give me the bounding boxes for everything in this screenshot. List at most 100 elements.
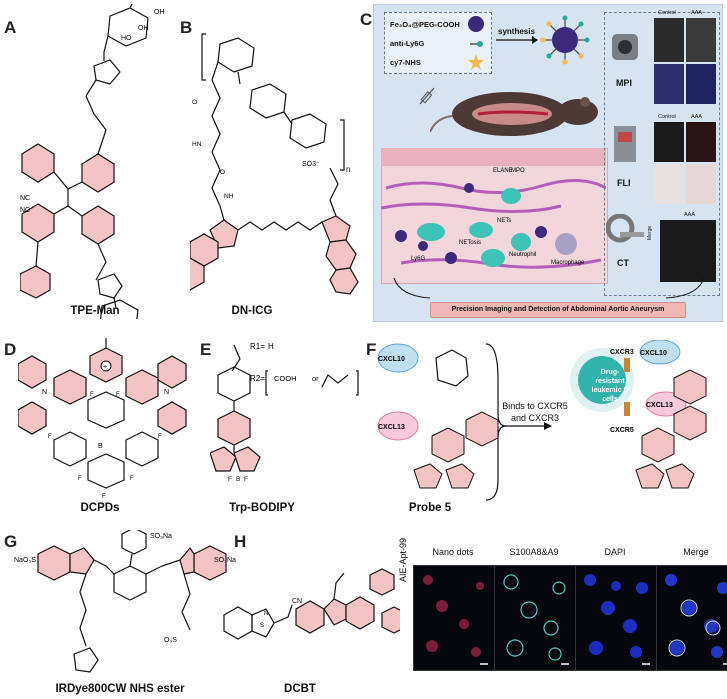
image-merge — [656, 565, 727, 671]
netosis-label: NETosis — [459, 240, 481, 246]
neutrophil-label: Neutrophil — [509, 252, 536, 258]
ct-header-aaa: AAA — [684, 212, 696, 218]
svg-text:B: B — [236, 476, 240, 483]
svg-text:F: F — [90, 392, 94, 398]
dcbt-label: DCBT — [284, 683, 316, 695]
nanoparticle-icon — [468, 16, 484, 32]
fli-scanner-icon — [614, 126, 636, 162]
so3na-left: NaO₃S — [14, 557, 36, 564]
tpe-man-label: TPE-Man — [70, 305, 120, 317]
svg-text:+: + — [103, 364, 107, 371]
so3na-top: SO₃Na — [150, 533, 172, 540]
dn-icg-structure: O HN O NH n SO3⁻ — [190, 33, 359, 295]
ct-label: CT — [617, 258, 629, 268]
dcpds-label: DCPDs — [80, 502, 120, 514]
tpe-man-structure: NC NC HO OH OH — [20, 4, 165, 319]
svg-text:B: B — [98, 443, 103, 450]
svg-text:F: F — [228, 476, 232, 483]
mpi-label: MPI — [616, 78, 633, 88]
panel-a-label: A — [4, 18, 17, 37]
image-dapi — [575, 565, 657, 671]
svg-text:N: N — [164, 389, 169, 396]
svg-text:S: S — [260, 623, 264, 629]
panel-f-label: F — [366, 340, 377, 359]
r1-label: R1= — [250, 342, 265, 351]
irdye-label: IRDye800CW NHS ester — [55, 683, 185, 695]
elane-label: ELANE — [493, 168, 513, 174]
binds-text: Binds to CXCR5 and CXCR3 — [502, 401, 568, 423]
header-aaa: AAA — [691, 10, 703, 16]
mpi-scanner-icon — [612, 34, 638, 60]
cxcl10-label: CXCL10 — [378, 356, 405, 363]
svg-text:F: F — [48, 434, 52, 440]
cxcr3-label: CXCR3 — [610, 349, 634, 356]
r2-or: or — [312, 374, 319, 383]
legend-fe3o4: Fe₃O₄@PEG-COOH — [390, 20, 460, 29]
legend-anti-ly6g: anti-Ly6G — [390, 39, 425, 48]
panel-b-label: B — [180, 18, 193, 37]
fli-label: FLI — [617, 178, 631, 188]
probe-5-label: Probe 5 — [408, 502, 452, 514]
antibody-icon — [477, 41, 483, 47]
svg-text:OH: OH — [138, 25, 149, 32]
mpi-control-exvivo — [654, 64, 684, 104]
svg-text:F: F — [244, 476, 248, 483]
legend-cy7: cy7-NHS — [390, 58, 421, 67]
so3na-right: SO₃Na — [214, 557, 236, 564]
fli-header-aaa: AAA — [691, 114, 703, 120]
column-nano-dots: Nano dots — [432, 547, 474, 557]
convergence-arrows — [393, 277, 705, 299]
cxcl13-label: CXCL13 — [378, 424, 405, 431]
vessel-scene: Ly6G NETosis ELANE MPO NETs Neutrophil M… — [381, 148, 606, 269]
legend-icons — [468, 16, 484, 70]
repeat-n-label: n — [346, 165, 350, 174]
row-label: AIE-Apt-99 — [398, 537, 408, 582]
image-s100a8-a9 — [494, 565, 576, 671]
functionalized-nanoparticle — [540, 15, 590, 65]
r2-label: R2= — [250, 374, 265, 383]
fli-header-control: Control — [658, 114, 676, 120]
header-control: Control — [658, 10, 676, 16]
synthesis-arrow — [496, 36, 538, 44]
synthesis-text: synthesis — [498, 27, 535, 36]
svg-text:N: N — [42, 389, 47, 396]
svg-text:F: F — [116, 392, 120, 398]
panel-g-label: G — [4, 532, 18, 551]
column-s100a8-a9: S100A8&A9 — [509, 547, 559, 557]
dcbt-structure: CN SN — [223, 568, 400, 640]
cell-label: Drug-resistant leukemic B cells — [591, 369, 629, 403]
svg-text:N: N — [264, 611, 268, 617]
panel-f-scheme: CXCL10 CXCL13 CXCL10 CXCL13 CXCR3 CXCR5 — [377, 340, 707, 501]
panel-e-label: E — [200, 340, 212, 359]
column-dapi: DAPI — [604, 547, 626, 557]
fli-aaa-exvivo — [686, 164, 716, 204]
dn-icg-label: DN-ICG — [231, 305, 273, 317]
svg-text:NC: NC — [20, 195, 30, 202]
ct-scanner-icon — [606, 214, 644, 243]
svg-text:F: F — [130, 476, 134, 482]
panel-c-footer: Precision Imaging and Detection of Abdom… — [430, 302, 686, 318]
svg-text:F: F — [158, 434, 162, 440]
ct-merge-image — [660, 220, 716, 282]
ly6g-label: Ly6G — [411, 256, 425, 262]
fli-aaa-invivo — [686, 122, 716, 162]
mpi-control-invivo — [654, 18, 684, 62]
cn-label: CN — [292, 598, 302, 605]
mpi-aaa-invivo — [686, 18, 716, 62]
svg-text:O: O — [192, 99, 197, 106]
syringe-icon — [419, 87, 435, 105]
svg-text:HO: HO — [121, 35, 132, 42]
cxcl10-bound-label: CXCL10 — [640, 350, 667, 357]
imaging-column — [604, 12, 720, 296]
image-nano-dots — [413, 565, 495, 671]
mpi-aaa-exvivo — [686, 64, 716, 104]
mouse-illustration — [430, 92, 598, 136]
svg-text:OH: OH — [154, 9, 165, 16]
ct-merge-label: Merge — [647, 225, 653, 240]
so3-label: SO3⁻ — [302, 161, 320, 168]
svg-text:O: O — [220, 169, 225, 176]
panel-h-label: H — [234, 532, 247, 551]
svg-text:F: F — [102, 494, 106, 500]
r2-cooh: COOH — [274, 374, 297, 383]
